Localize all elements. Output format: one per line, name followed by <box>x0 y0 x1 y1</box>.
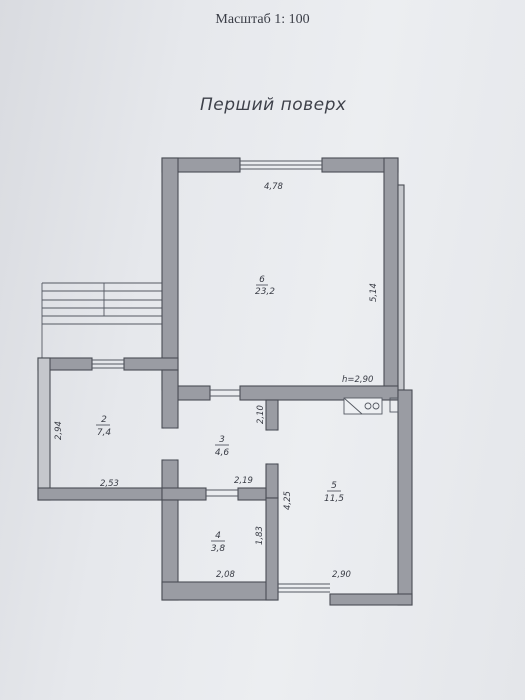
svg-text:2: 2 <box>101 415 107 425</box>
room-2-label: 2 7,4 <box>96 415 111 438</box>
dim-room4-height: 1,83 <box>255 526 265 545</box>
dim-room6-width: 4,78 <box>264 182 284 192</box>
dim-ceiling-height: h=2,90 <box>342 375 373 385</box>
svg-text:4: 4 <box>215 531 221 541</box>
windows <box>92 160 330 593</box>
svg-text:6: 6 <box>259 275 265 285</box>
dim-room2-height: 2,94 <box>54 421 64 440</box>
svg-text:3: 3 <box>219 435 225 445</box>
svg-text:5: 5 <box>331 481 337 491</box>
stairs <box>41 282 162 358</box>
door-marks <box>164 389 276 497</box>
dim-room2-width: 2,53 <box>100 479 119 489</box>
dim-room3-width: 2,19 <box>234 476 253 486</box>
room-3-label: 3 4,6 <box>215 435 230 458</box>
svg-text:23,2: 23,2 <box>255 287 275 297</box>
svg-text:11,5: 11,5 <box>324 494 344 504</box>
room-4-label: 4 3,8 <box>211 531 226 554</box>
walls <box>37 157 413 606</box>
dim-room6-length: 5,14 <box>369 283 379 302</box>
svg-text:4,6: 4,6 <box>215 448 230 458</box>
svg-text:3,8: 3,8 <box>211 544 226 554</box>
dim-room5-width: 2,90 <box>332 570 351 580</box>
svg-text:7,4: 7,4 <box>97 428 112 438</box>
dim-corridor: 2,10 <box>256 405 266 424</box>
room-5-label: 5 11,5 <box>324 481 344 504</box>
scale-title: Масштаб 1: 100 <box>215 12 310 27</box>
dim-room5-height: 4,25 <box>283 491 293 510</box>
floor-title: Перший поверх <box>200 95 347 115</box>
dim-room4-width: 2,08 <box>216 570 236 580</box>
room-6-label: 6 23,2 <box>255 275 275 297</box>
stove-icon <box>343 397 399 415</box>
